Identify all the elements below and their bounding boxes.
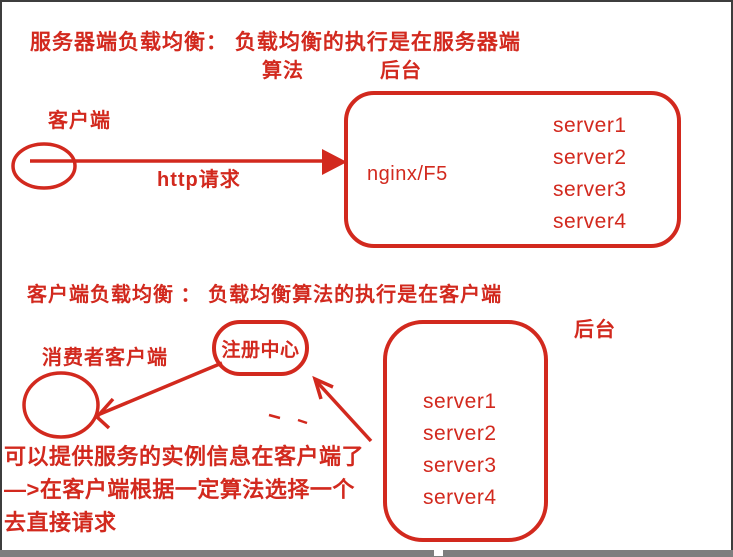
explanation-note: 可以提供服务的实例信息在客户端了 —>在客户端根据一定算法选择一个 去直接请求 [4, 440, 364, 539]
nginx-f5-label: nginx/F5 [367, 163, 448, 185]
http-request-label: http请求 [157, 169, 241, 191]
servers-to-registry-arrowhead-icon [312, 375, 334, 400]
client-side-title: 客户端负载均衡 ： 负载均衡算法的执行是在客户端 [27, 284, 503, 306]
frame-right-edge [731, 0, 733, 550]
server-item: server3 [553, 178, 627, 201]
note-line: 可以提供服务的实例信息在客户端了 [4, 444, 365, 469]
consumer-circle [22, 371, 100, 439]
frame-left-edge [0, 0, 2, 550]
http-request-arrowhead-icon [322, 149, 347, 175]
server-item: server3 [423, 454, 497, 477]
scrollbar-handle[interactable] [434, 550, 443, 556]
server-item: server4 [423, 486, 497, 509]
note-line: 去直接请求 [4, 510, 117, 535]
registry-center-label: 注册中心 [221, 339, 300, 361]
registry-to-consumer-arrow-shaft [99, 361, 223, 416]
server-item: server1 [553, 114, 627, 137]
client-label: 客户端 [48, 110, 111, 132]
registry-center-box: 注册中心 [212, 320, 309, 376]
stray-pen-mark [297, 418, 308, 425]
server-item: server4 [553, 210, 627, 233]
server-item: server1 [423, 390, 497, 413]
server-item: server2 [553, 146, 627, 169]
consumer-client-label: 消费者客户端 [42, 347, 168, 369]
bottom-scrollbar[interactable] [0, 550, 733, 557]
server-list-bottom: server1 server2 server3 server4 [423, 386, 497, 514]
server-list-top: server1 server2 server3 server4 [553, 110, 627, 238]
client-ellipse [11, 142, 77, 190]
stray-pen-mark [268, 413, 281, 420]
server-item: server2 [423, 422, 497, 445]
load-balancer-box [344, 91, 681, 248]
note-line: —>在客户端根据一定算法选择一个 [4, 477, 355, 502]
backend-label-top: 后台 [380, 60, 422, 82]
servers-to-registry-arrow-shaft [315, 380, 373, 443]
frame-top-edge [0, 0, 733, 2]
backend-servers-box [383, 320, 548, 542]
backend-label-bottom: 后台 [574, 319, 616, 341]
registry-to-consumer-arrowhead-icon [94, 397, 115, 430]
server-side-title: 服务器端负载均衡： 负载均衡的执行是在服务器端 [30, 31, 521, 54]
algorithm-label: 算法 [262, 60, 304, 82]
